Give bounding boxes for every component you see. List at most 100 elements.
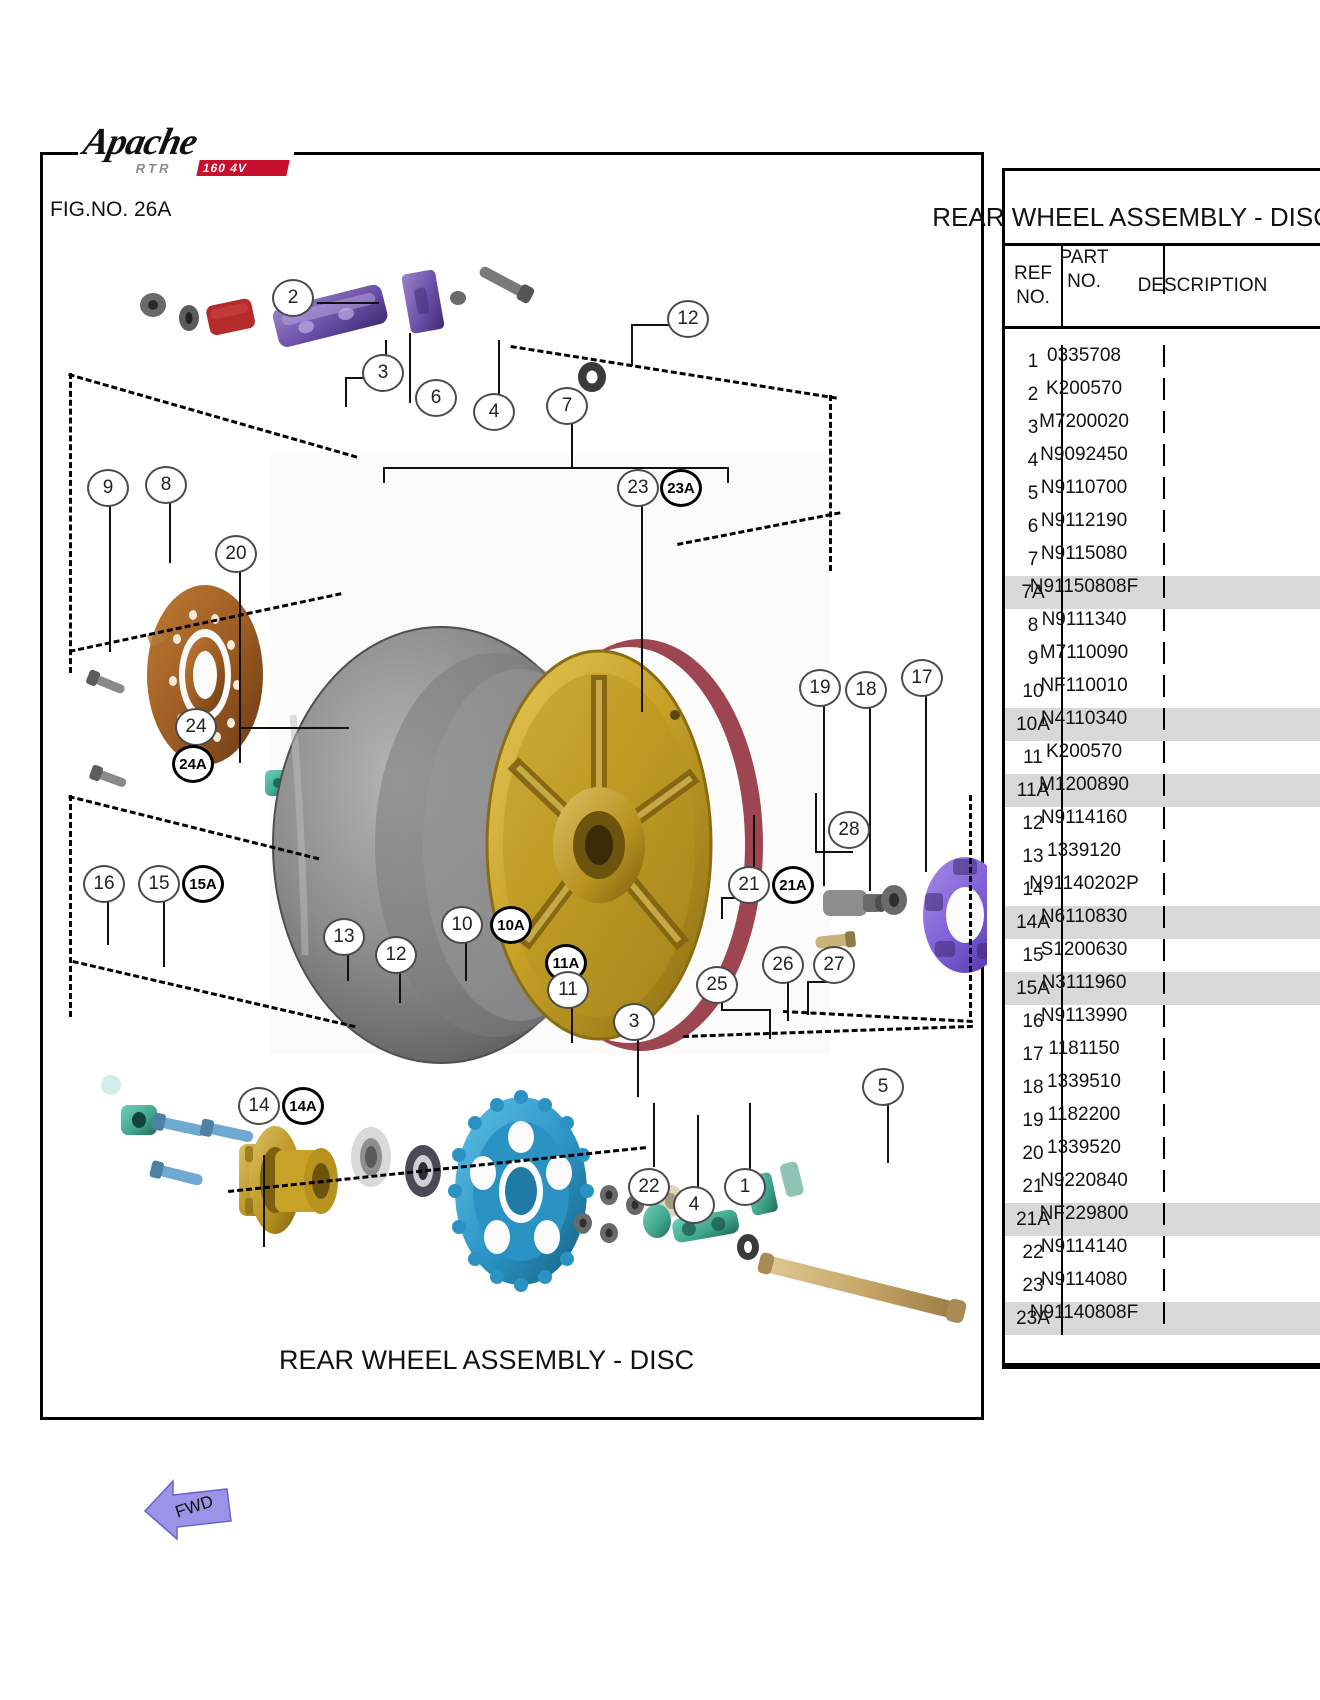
- callout-bubble-3[interactable]: 3: [613, 1003, 655, 1041]
- cell-part-no: N9114140: [1005, 1236, 1165, 1258]
- construction-line-12: [969, 795, 974, 1017]
- leader-7a: [383, 467, 727, 469]
- cell-ref-no: 11A: [1005, 774, 1063, 807]
- cell-ref-no: 13: [1005, 840, 1063, 873]
- callout-bubble-27[interactable]: 27: [813, 946, 855, 984]
- leader-27a: [807, 981, 839, 983]
- cell-part-no: 1339120: [1005, 840, 1165, 862]
- callout-bubble-14a[interactable]: 14A: [282, 1087, 324, 1125]
- leader-23: [641, 500, 643, 712]
- callout-bubble-5[interactable]: 5: [862, 1068, 904, 1106]
- leader-8: [169, 497, 171, 563]
- cell-part-no: 1182200: [1005, 1104, 1165, 1126]
- callout-bubble-18[interactable]: 18: [845, 671, 887, 709]
- callout-bubble-11[interactable]: 11: [547, 971, 589, 1009]
- callout-bubble-10[interactable]: 10: [441, 906, 483, 944]
- callout-bubble-21[interactable]: 21: [728, 866, 770, 904]
- callout-bubble-23[interactable]: 23: [617, 469, 659, 507]
- callout-bubble-1[interactable]: 1: [724, 1168, 766, 1206]
- cell-part-no: NF229800: [1005, 1203, 1165, 1225]
- leader-12b: [631, 324, 633, 366]
- callout-bubble-6[interactable]: 6: [415, 379, 457, 417]
- callout-bubble-15a[interactable]: 15A: [182, 865, 224, 903]
- leader-7b: [383, 467, 385, 483]
- callout-bubble-8[interactable]: 8: [145, 466, 187, 504]
- leader-27c: [807, 981, 809, 1015]
- callout-bubble-19[interactable]: 19: [799, 669, 841, 707]
- callout-bubble-23a[interactable]: 23A: [660, 469, 702, 507]
- column-header-description: DESCRIPTION: [1063, 246, 1320, 326]
- part-header-line2: NO.: [1067, 270, 1101, 292]
- leader-25b: [769, 1009, 771, 1039]
- callout-bubble-20[interactable]: 20: [215, 535, 257, 573]
- leader-16: [107, 897, 109, 945]
- cell-ref-no: 16: [1005, 1005, 1063, 1038]
- cell-ref-no: 4: [1005, 444, 1063, 477]
- callout-bubble-12[interactable]: 12: [667, 300, 709, 338]
- callout-bubble-4[interactable]: 4: [673, 1186, 715, 1224]
- cell-part-no: N9114160: [1005, 807, 1165, 829]
- callout-bubble-21a[interactable]: 21A: [772, 866, 814, 904]
- cell-ref-no: 1: [1005, 345, 1063, 378]
- callout-bubble-26[interactable]: 26: [762, 946, 804, 984]
- cell-part-no: N9113990: [1005, 1005, 1165, 1027]
- leader-1: [749, 1103, 751, 1191]
- callout-bubble-25[interactable]: 25: [696, 966, 738, 1004]
- callout-bubble-2[interactable]: 2: [272, 279, 314, 317]
- callout-bubble-4[interactable]: 4: [473, 393, 515, 431]
- callout-bubble-16[interactable]: 16: [83, 865, 125, 903]
- column-header-ref: REF NO.: [1005, 246, 1063, 326]
- callout-bubble-12[interactable]: 12: [375, 936, 417, 974]
- leader-7c: [727, 467, 729, 483]
- callout-bubble-13[interactable]: 13: [323, 918, 365, 956]
- cell-ref-no: 23: [1005, 1269, 1063, 1302]
- cell-part-no: M1200890: [1005, 774, 1165, 796]
- leader-26: [787, 963, 789, 1021]
- callout-bubble-14[interactable]: 14: [238, 1087, 280, 1125]
- callout-bubble-10a[interactable]: 10A: [490, 906, 532, 944]
- cell-part-no: N91140808F: [1005, 1302, 1165, 1324]
- cell-ref-no: 15: [1005, 939, 1063, 972]
- leader-10: [465, 937, 467, 981]
- callout-bubble-17[interactable]: 17: [901, 659, 943, 697]
- leader-4b: [697, 1115, 699, 1189]
- logo-badge-text: 160 4V: [201, 161, 249, 175]
- leader-15: [163, 897, 165, 967]
- callout-bubble-22[interactable]: 22: [628, 1168, 670, 1206]
- callout-bubble-24a[interactable]: 24A: [172, 745, 214, 783]
- callout-bubble-9[interactable]: 9: [87, 469, 129, 507]
- callout-bubble-24[interactable]: 24: [175, 708, 217, 746]
- cell-ref-no: 14: [1005, 873, 1063, 906]
- callout-bubble-7[interactable]: 7: [546, 387, 588, 425]
- construction-line-7: [69, 795, 74, 1017]
- desc-header-line1: DESCRIPTION: [1137, 275, 1268, 297]
- cell-ref-no: 10: [1005, 675, 1063, 708]
- cell-part-no: NF110010: [1005, 675, 1165, 697]
- cell-ref-no: 19: [1005, 1104, 1063, 1137]
- cell-ref-no: 11: [1005, 741, 1063, 774]
- cell-ref-no: 9: [1005, 642, 1063, 675]
- callout-bubble-28[interactable]: 28: [828, 811, 870, 849]
- column-header-part: PART NO.: [1005, 246, 1165, 294]
- leader-28a: [815, 793, 817, 851]
- cell-ref-no: 22: [1005, 1236, 1063, 1269]
- assembly-title: REAR WHEEL ASSEMBLY - DISC: [279, 1345, 695, 1375]
- callout-bubble-15[interactable]: 15: [138, 865, 180, 903]
- leader-20: [239, 565, 241, 763]
- callout-bubble-3[interactable]: 3: [362, 354, 404, 392]
- figure-number: FIG.NO. 26A: [50, 198, 172, 221]
